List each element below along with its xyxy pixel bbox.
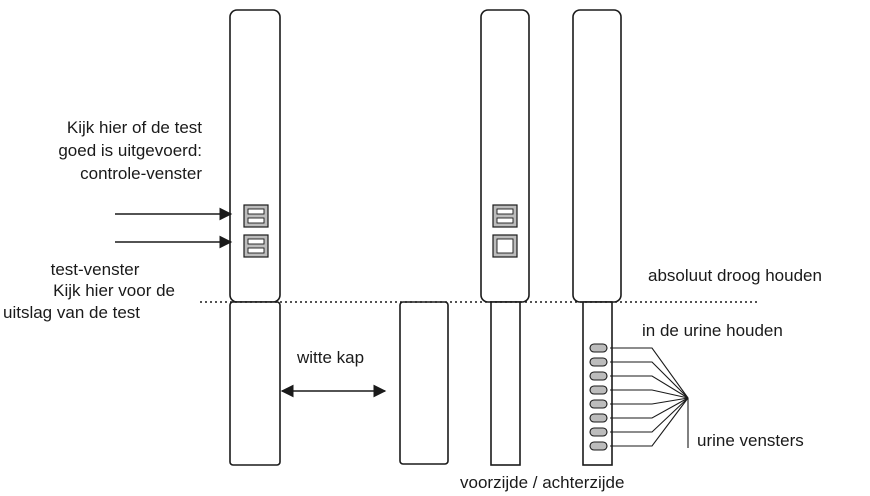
strip-1-control-window — [243, 204, 269, 228]
test-label-line3: uitslag van de test — [3, 303, 141, 322]
strip-front-tip — [490, 301, 521, 466]
urine-windows-label: urine vensters — [697, 431, 804, 450]
dry-label: absoluut droog houden — [648, 266, 822, 285]
urine-windows — [589, 343, 608, 451]
strip-front-control-window — [492, 204, 518, 228]
strip-front-test-window — [492, 234, 518, 258]
control-label-line3: controle-venster — [80, 164, 202, 183]
test-label-line1: test-venster — [50, 260, 140, 279]
sides-label: voorzijde / achterzijde — [460, 473, 625, 492]
control-label-line1: Kijk hier of de test — [66, 118, 202, 137]
urine-label: in de urine houden — [642, 321, 783, 340]
cap-label: witte kap — [297, 348, 365, 367]
control-label-line2: goed is uitgevoerd: — [58, 141, 202, 160]
strip-1-cap — [229, 301, 281, 466]
strip-1-test-window — [243, 234, 269, 258]
strip-front-upper — [480, 9, 530, 303]
urine-windows-leaders — [610, 347, 689, 448]
strip-back-tip — [582, 301, 613, 466]
test-label-line2: Kijk hier voor de — [53, 281, 175, 300]
strip-back-upper — [572, 9, 622, 303]
strip-1-upper — [229, 9, 281, 303]
white-cap — [399, 301, 449, 465]
